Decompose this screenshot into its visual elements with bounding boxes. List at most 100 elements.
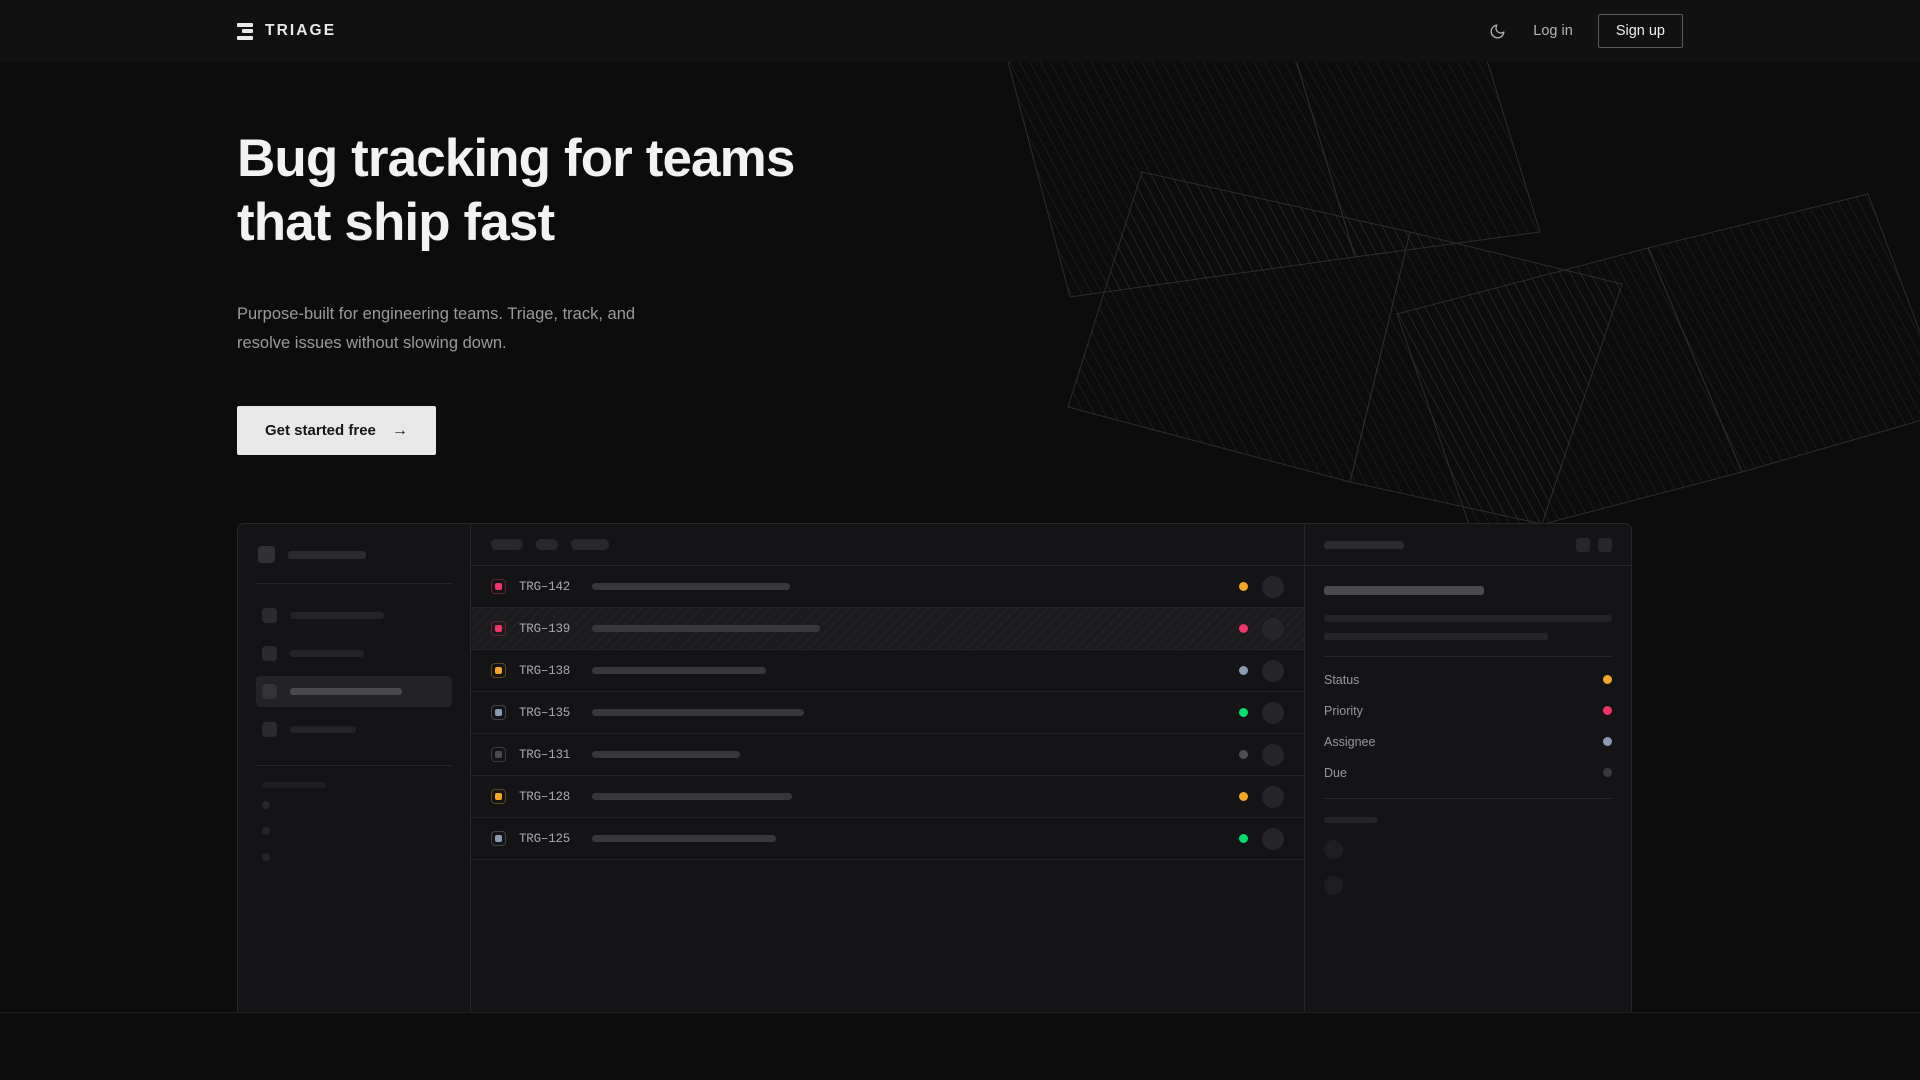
issue-list-panel: TRG–142 TRG–139 TRG–138: [471, 524, 1305, 1013]
filter-chip-1[interactable]: [491, 539, 523, 550]
login-link[interactable]: Log in: [1533, 23, 1573, 39]
arrow-right-icon: →: [391, 421, 408, 439]
sidebar-item-3-active[interactable]: [256, 676, 452, 707]
avatar: [1262, 617, 1284, 640]
priority-badge: [1603, 706, 1612, 715]
sidebar-workspace[interactable]: [256, 546, 452, 563]
issue-title-skeleton: [592, 709, 804, 716]
issue-id: TRG–128: [519, 789, 571, 804]
detail-toolbar: [1305, 524, 1631, 566]
status-badge: [1239, 834, 1248, 843]
meta-label: Assignee: [1324, 734, 1376, 749]
mockup-sidebar: [238, 524, 471, 1013]
filter-chip-2[interactable]: [536, 539, 558, 550]
row-meta: [1239, 575, 1284, 598]
hero-subhead: Purpose-built for engineering teams. Tri…: [237, 305, 636, 352]
avatar: [1262, 743, 1284, 766]
meta-label: Status: [1324, 672, 1360, 687]
meta-label: Due: [1324, 765, 1347, 780]
status-badge: [1239, 624, 1248, 633]
detail-body: Status Priority Assignee Due: [1305, 566, 1631, 799]
table-row[interactable]: TRG–138: [471, 650, 1304, 692]
sidebar-sub-item-2[interactable]: [256, 818, 452, 844]
detail-title-skeleton: [1324, 586, 1484, 595]
issue-type-icon: [491, 789, 506, 804]
issue-list-toolbar: [471, 524, 1304, 566]
table-row[interactable]: TRG–139: [471, 608, 1304, 650]
issue-id: TRG–142: [519, 579, 571, 594]
meta-row-status[interactable]: Status: [1324, 657, 1612, 688]
due-badge: [1603, 768, 1612, 777]
get-started-button[interactable]: Get started free →: [237, 406, 436, 455]
sidebar-item-1[interactable]: [256, 600, 452, 631]
sidebar-sub-list: [256, 788, 452, 870]
avatar: [1324, 840, 1343, 859]
meta-row-due[interactable]: Due: [1324, 750, 1612, 781]
meta-row-priority[interactable]: Priority: [1324, 688, 1612, 719]
avatar: [1262, 701, 1284, 724]
status-badge: [1239, 582, 1248, 591]
status-badge: [1239, 666, 1248, 675]
brand-name: TRIAGE: [265, 22, 337, 39]
issue-type-icon: [491, 705, 506, 720]
issue-id: TRG–135: [519, 705, 571, 720]
signup-button[interactable]: Sign up: [1597, 14, 1683, 48]
detail-action-button-2[interactable]: [1598, 537, 1612, 552]
cta-label: Get started free: [265, 422, 376, 439]
sidebar-divider-top: [256, 583, 452, 584]
issue-type-icon: [491, 579, 506, 594]
stacked-bars-icon: [237, 22, 253, 40]
issue-id: TRG–138: [519, 663, 571, 678]
nav-label-skeleton: [290, 612, 384, 619]
sidebar-divider-bottom: [256, 765, 452, 766]
table-row[interactable]: TRG–142: [471, 566, 1304, 608]
sidebar-item-4[interactable]: [256, 714, 452, 745]
brand-logo[interactable]: TRIAGE: [237, 22, 336, 40]
avatar: [1262, 659, 1284, 682]
filter-chip-3[interactable]: [571, 539, 609, 550]
nav-icon: [262, 684, 277, 699]
detail-footer: [1305, 799, 1631, 895]
row-meta: [1239, 701, 1284, 724]
meta-row-assignee[interactable]: Assignee: [1324, 719, 1612, 750]
detail-actions: [1576, 537, 1612, 552]
detail-text-skeleton-2: [1324, 633, 1548, 640]
meta-label: Priority: [1324, 703, 1363, 718]
issue-detail-panel: Status Priority Assignee Due: [1305, 524, 1631, 1013]
status-badge: [1239, 750, 1248, 759]
nav-label-skeleton: [290, 650, 364, 657]
issue-id: TRG–139: [519, 621, 571, 636]
avatar: [1262, 575, 1284, 598]
app-mockup-card: TRG–142 TRG–139 TRG–138: [237, 523, 1632, 1013]
table-row[interactable]: TRG–128: [471, 776, 1304, 818]
assignee-badge: [1603, 737, 1612, 746]
nav-icon: [262, 608, 277, 623]
issue-title-skeleton: [592, 583, 790, 590]
table-row[interactable]: TRG–135: [471, 692, 1304, 734]
table-row[interactable]: TRG–125: [471, 818, 1304, 860]
nav-label-skeleton: [290, 688, 402, 695]
sidebar-item-2[interactable]: [256, 638, 452, 669]
row-meta: [1239, 785, 1284, 808]
site-header: TRIAGE Log in Sign up: [0, 0, 1920, 62]
section-divider: [0, 1012, 1920, 1013]
status-badge: [1239, 792, 1248, 801]
workspace-avatar-icon: [258, 546, 275, 563]
issue-id: TRG–131: [519, 747, 571, 762]
row-meta: [1239, 827, 1284, 850]
issue-title-skeleton: [592, 751, 740, 758]
workspace-name-skeleton: [288, 550, 366, 559]
sidebar-sub-item-1[interactable]: [256, 792, 452, 818]
detail-action-button-1[interactable]: [1576, 537, 1590, 552]
issue-type-icon: [491, 621, 506, 636]
moon-icon[interactable]: [1486, 20, 1508, 42]
sidebar-sub-item-3[interactable]: [256, 844, 452, 870]
bullet-icon: [262, 853, 270, 861]
issue-id: TRG–125: [519, 831, 571, 846]
table-row[interactable]: TRG–131: [471, 734, 1304, 776]
issue-title-skeleton: [592, 625, 820, 632]
row-meta: [1239, 659, 1284, 682]
page-title: Bug tracking for teams that ship fast: [237, 129, 795, 252]
avatar: [1262, 827, 1284, 850]
